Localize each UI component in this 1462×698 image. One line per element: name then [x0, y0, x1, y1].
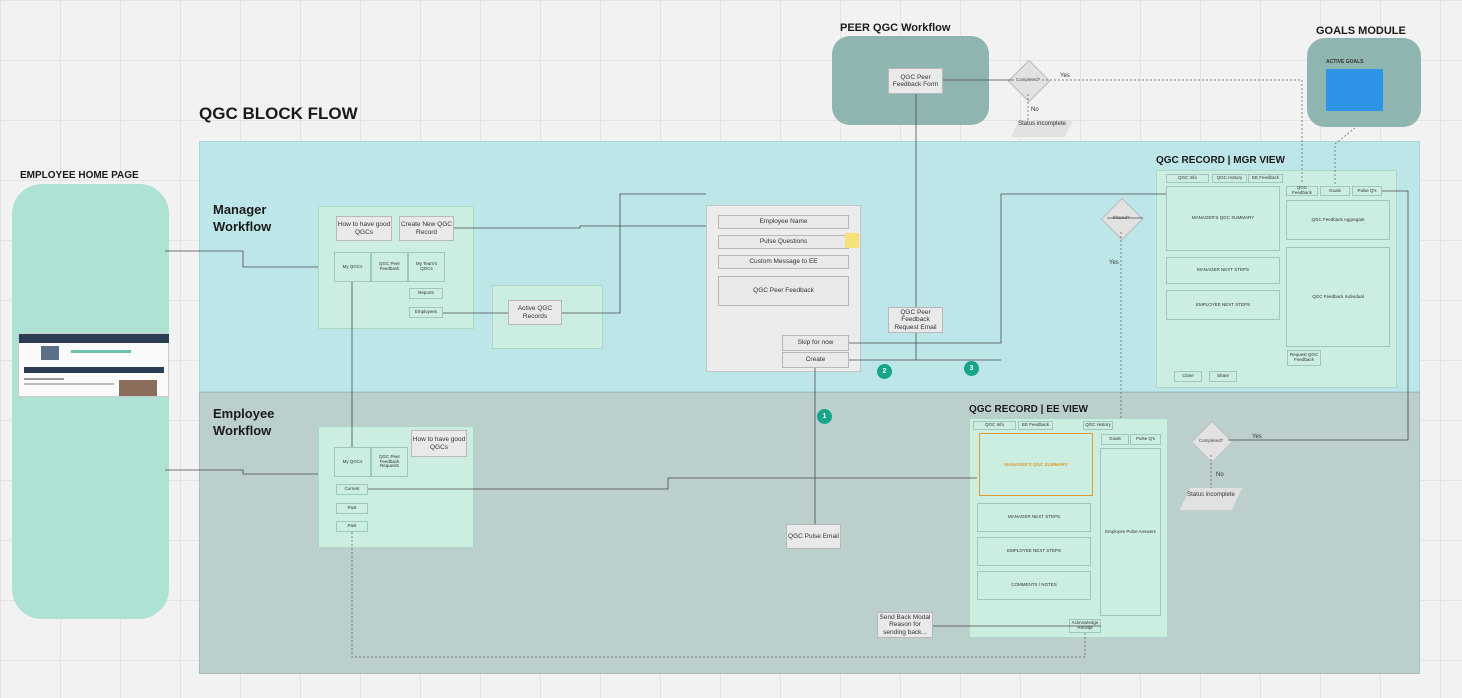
- send-back-modal[interactable]: Send Back Modal Reason for sending back.…: [877, 612, 933, 638]
- mgr-close-button[interactable]: Close: [1174, 371, 1202, 382]
- peer-yes-label: Yes: [1060, 73, 1070, 79]
- ee-tab-goals[interactable]: Goals: [1101, 434, 1129, 445]
- step-3-marker: 3: [964, 361, 979, 376]
- peer-feedback-form[interactable]: QGC Peer Feedback Form: [888, 68, 943, 94]
- feedback-aggregate: QGC Feedback Aggregate: [1286, 200, 1390, 240]
- active-qgc-records[interactable]: Active QGC Records: [508, 300, 562, 325]
- employee-name-field[interactable]: Employee Name: [718, 215, 849, 229]
- employee-home-title: EMPLOYEE HOME PAGE: [20, 170, 139, 181]
- ee-past-2[interactable]: Past: [336, 521, 368, 532]
- manager-workflow-title: Manager Workflow: [213, 202, 272, 234]
- mgr-tab-qgc-history[interactable]: QGC History: [1212, 174, 1247, 183]
- create-new-qgc-button[interactable]: Create New QGC Record: [399, 216, 454, 241]
- mgr-view-panel: [1156, 170, 1397, 388]
- ee-no-label: No: [1216, 472, 1224, 478]
- block-flow-title: QGC BLOCK FLOW: [199, 104, 358, 123]
- mgr-employees[interactable]: Employees: [409, 307, 443, 318]
- ee-view-panel: [969, 418, 1168, 638]
- shared-yes-label: Yes: [1109, 260, 1119, 266]
- mgr-my-qgcs[interactable]: My QGCs: [334, 252, 371, 282]
- ee-summary-label: MANAGER'S QGC SUMMARY: [1004, 462, 1068, 467]
- ee-summary: MANAGER'S QGC SUMMARY: [979, 433, 1093, 496]
- mgr-next-steps: MANAGER NEXT STEPS: [1166, 257, 1280, 284]
- custom-message-field[interactable]: Custom Message to EE: [718, 255, 849, 269]
- mgr-tab-ee-feedback[interactable]: EE Feedback: [1248, 174, 1283, 183]
- shared-label: Shared?: [1112, 215, 1130, 220]
- ee-current[interactable]: Current: [336, 484, 368, 495]
- ee-peer-requests[interactable]: QGC Peer Feedback Requests: [371, 447, 408, 477]
- mgr-tab-pulse[interactable]: Pulse Q's: [1352, 186, 1382, 196]
- active-goals-label: ACTIVE GOALS: [1326, 59, 1364, 65]
- ee-comments: COMMENTS / NOTES: [977, 571, 1091, 600]
- request-feedback-button[interactable]: Request QGC Feedback: [1287, 350, 1321, 366]
- peer-no-label: No: [1031, 107, 1039, 113]
- peer-qgc-title: PEER QGC Workflow: [840, 22, 951, 34]
- mgr-summary: MANAGER'S QGC SUMMARY: [1166, 186, 1280, 251]
- ee-tab-qgc-info[interactable]: QGC Info: [973, 421, 1016, 430]
- create-button[interactable]: Create: [782, 352, 849, 368]
- ee-mgr-next: MANAGER NEXT STEPS: [977, 503, 1091, 532]
- peer-status-label: Status incomplete: [1018, 121, 1066, 127]
- mgr-tab-goals[interactable]: Goals: [1320, 186, 1350, 196]
- mgr-tab-qgc-feedback[interactable]: QGC Feedback: [1286, 185, 1318, 196]
- peer-completed-label: Completed?: [1015, 77, 1041, 82]
- feedback-individual: QGC Feedback Individual: [1286, 247, 1390, 347]
- step-2-marker: 2: [877, 364, 892, 379]
- ee-past-1[interactable]: Past: [336, 503, 368, 514]
- ee-ee-next: EMPLOYEE NEXT STEPS: [977, 537, 1091, 566]
- mgr-view-title: QGC RECORD | MGR VIEW: [1156, 155, 1285, 166]
- home-page-thumbnail: [18, 333, 169, 397]
- mgr-how-to-button[interactable]: How to have good QGCs: [336, 216, 392, 241]
- ee-tab-qgc-history[interactable]: QGC History: [1083, 421, 1113, 430]
- step-1-marker: 1: [817, 409, 832, 424]
- ee-how-to-button[interactable]: How to have good QGCs: [411, 430, 467, 457]
- goals-module-title: GOALS MODULE: [1316, 25, 1406, 37]
- employee-workflow-title: Employee Workflow: [213, 406, 275, 438]
- ee-yes-label: Yes: [1252, 434, 1262, 440]
- ee-completed-label: Completed?: [1198, 438, 1224, 443]
- mgr-tab-qgc-info[interactable]: QGC Info: [1166, 174, 1209, 183]
- mgr-ee-next-steps: EMPLOYEE NEXT STEPS: [1166, 290, 1280, 320]
- peer-request-email[interactable]: QGC Peer Feedback Request Email: [888, 307, 943, 333]
- sticky-note: [845, 233, 859, 248]
- peer-feedback-field[interactable]: QGC Peer Feedback: [718, 276, 849, 306]
- ee-tab-pulse[interactable]: Pulse Q's: [1130, 434, 1161, 445]
- pulse-email[interactable]: QGC Pulse Email: [786, 524, 841, 549]
- ee-tab-ee-feedback[interactable]: EE Feedback: [1018, 421, 1053, 430]
- ee-status-label: Status incomplete: [1187, 492, 1235, 498]
- ee-view-title: QGC RECORD | EE VIEW: [969, 404, 1088, 415]
- employee-home-panel[interactable]: [12, 184, 169, 619]
- ee-pulse-answers: Employee Pulse Answers: [1100, 448, 1161, 616]
- mgr-share-button[interactable]: Share: [1209, 371, 1237, 382]
- skip-for-now-button[interactable]: Skip for now: [782, 335, 849, 351]
- mgr-reports[interactable]: Reports: [409, 288, 443, 299]
- mgr-my-team[interactable]: My Team's QGCs: [408, 252, 445, 282]
- ee-my-qgcs[interactable]: My QGCs: [334, 447, 371, 477]
- active-goals-block[interactable]: [1326, 69, 1383, 111]
- mgr-peer-feedback[interactable]: QGC Peer Feedback: [371, 252, 408, 282]
